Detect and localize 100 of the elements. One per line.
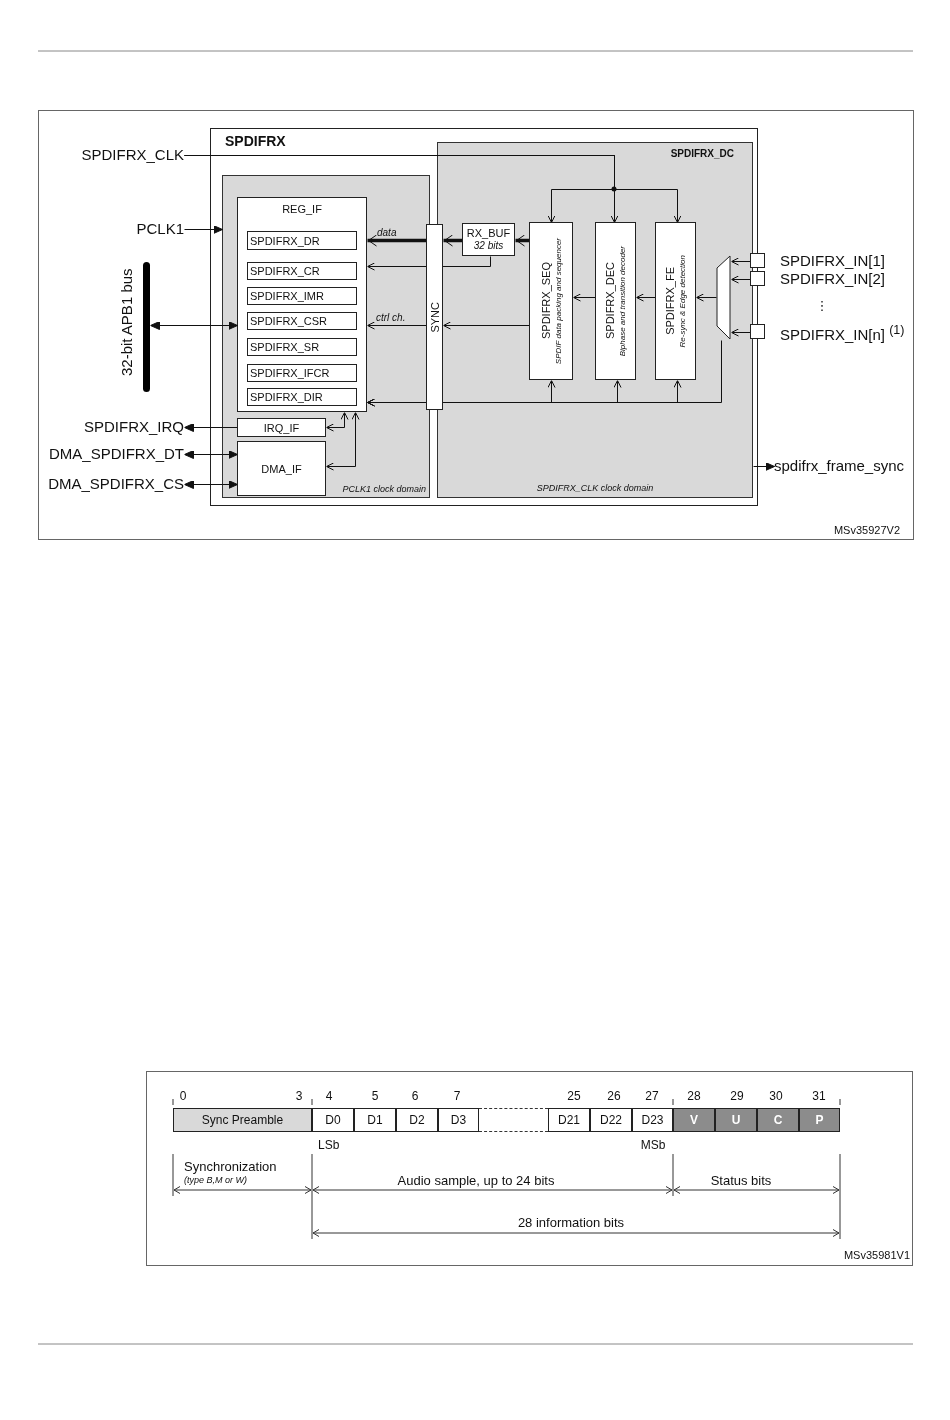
arrow xyxy=(367,234,427,247)
register-label: SPDIFRX_IFCR xyxy=(250,367,330,379)
block-box xyxy=(237,441,326,496)
arrow xyxy=(326,412,349,432)
bit-number: 4 xyxy=(325,1090,333,1102)
register-label: SPDIFRX_CR xyxy=(250,265,320,277)
cell-label: P xyxy=(815,1113,824,1127)
arrow xyxy=(184,450,238,459)
bit-field-cell xyxy=(632,1108,673,1132)
figure-id: MSv35981V1 xyxy=(843,1249,910,1261)
block-label: IRQ_IF xyxy=(263,421,300,434)
block-box xyxy=(210,128,758,506)
block-box xyxy=(426,224,443,410)
block-label: DMA_IF xyxy=(261,462,302,475)
buffer-box xyxy=(462,223,515,256)
bit-number: 26 xyxy=(607,1090,621,1102)
register-label: SPDIFRX_IMR xyxy=(250,290,324,302)
register-box xyxy=(247,364,357,382)
register-label: SPDIFRX_CSR xyxy=(250,315,328,327)
arrow xyxy=(184,225,223,234)
multiplexer xyxy=(716,255,731,340)
elided-cells xyxy=(479,1108,548,1132)
bus-label: 32-bit APB1 bus xyxy=(119,267,134,378)
signal-label: SPDIFRX_IN[2] xyxy=(780,270,886,286)
bit-number: 31 xyxy=(812,1090,826,1102)
bit-number: 28 xyxy=(687,1090,701,1102)
block-box xyxy=(437,142,753,498)
arrow xyxy=(367,321,427,330)
bit-field-cell xyxy=(548,1108,590,1132)
bit-number: 6 xyxy=(411,1090,419,1102)
arrow xyxy=(731,275,751,284)
block-label: SPDIFRX_FE xyxy=(664,267,676,335)
block-box xyxy=(529,222,573,380)
block-description: SPDIF data packing and sequencer xyxy=(553,237,563,365)
register-box xyxy=(247,231,357,250)
signal-label: spdifrx_frame_sync xyxy=(774,456,914,476)
bit-field-cell xyxy=(590,1108,632,1132)
bit-number: 7 xyxy=(453,1090,461,1102)
arrow xyxy=(753,462,775,471)
field-label: 28 information bits xyxy=(517,1215,625,1229)
arrow xyxy=(150,321,238,330)
input-pad xyxy=(750,271,765,286)
arrow xyxy=(636,293,656,302)
cell-label: D0 xyxy=(325,1113,341,1127)
block-title: SPDIFRX_DC xyxy=(670,148,734,159)
block-box xyxy=(237,418,326,437)
edge-label: ctrl ch. xyxy=(376,313,406,323)
block-title: REG_IF xyxy=(281,203,323,215)
field-note: (type B,M or W) xyxy=(184,1175,247,1185)
signal-label: SPDIFRX_IRQ xyxy=(40,417,184,437)
bit-field-cell xyxy=(673,1108,715,1132)
register-box xyxy=(247,262,357,280)
cell-label: D23 xyxy=(641,1113,664,1127)
cell-label: C xyxy=(773,1113,783,1127)
signal-label: SPDIFRX_IN[n] $^{(1)}$ xyxy=(780,323,905,342)
signal-label: DMA_SPDIFRX_CS xyxy=(20,474,184,494)
register-box xyxy=(247,287,357,305)
bit-number: 3 xyxy=(295,1090,303,1102)
bit-field-cell xyxy=(757,1108,799,1132)
cell-label: U xyxy=(731,1113,741,1127)
block-description: 32 bits xyxy=(473,240,504,253)
bit-field-cell xyxy=(438,1108,479,1132)
block-description: Re-sync & Edge detection xyxy=(678,254,687,348)
signal-label: SPDIFRX_CLK xyxy=(40,145,184,165)
arrow xyxy=(443,321,530,330)
block-label: RX_BUF xyxy=(466,226,511,241)
field-label: Audio sample, up to 24 bits xyxy=(397,1173,555,1187)
block-title: SPDIFRX xyxy=(225,133,286,149)
bit-field-cell xyxy=(396,1108,438,1132)
cell-label: V xyxy=(690,1113,698,1127)
bit-number: 27 xyxy=(645,1090,659,1102)
bit-number: 5 xyxy=(371,1090,379,1102)
bit-field-cell xyxy=(312,1108,354,1132)
register-box xyxy=(247,312,357,330)
domain-label: PCLK1 clock domain xyxy=(342,484,426,494)
arrow xyxy=(367,256,491,271)
signal-label: SPDIFRX_IN[1] xyxy=(780,252,886,268)
arrow xyxy=(696,293,717,302)
arrow xyxy=(731,257,751,266)
edge-label: data xyxy=(377,228,397,238)
field-label: Synchronization xyxy=(184,1159,277,1173)
bus-bar xyxy=(143,262,150,392)
signal-label: DMA_SPDIFRX_DT xyxy=(20,444,184,464)
arrow xyxy=(731,328,751,337)
block-description: Biphase and transition decoder xyxy=(618,245,627,357)
cell-label: D3 xyxy=(450,1113,467,1127)
input-pad xyxy=(750,324,765,339)
block-box xyxy=(655,222,696,380)
bit-field-cell xyxy=(715,1108,757,1132)
register-box xyxy=(247,388,357,406)
bit-marker: MSb xyxy=(640,1139,666,1151)
register-label: SPDIFRX_SR xyxy=(250,341,320,353)
cell-label: D22 xyxy=(600,1113,622,1127)
figure-id: MSv35927V2 xyxy=(833,524,900,536)
bit-number: 30 xyxy=(769,1090,783,1102)
block-label: SPDIFRX_SEQ xyxy=(539,262,552,340)
clock-domain-box xyxy=(222,175,430,498)
arrow xyxy=(367,380,682,407)
field-label: Status bits xyxy=(710,1173,772,1187)
cell-label: D1 xyxy=(367,1113,383,1127)
